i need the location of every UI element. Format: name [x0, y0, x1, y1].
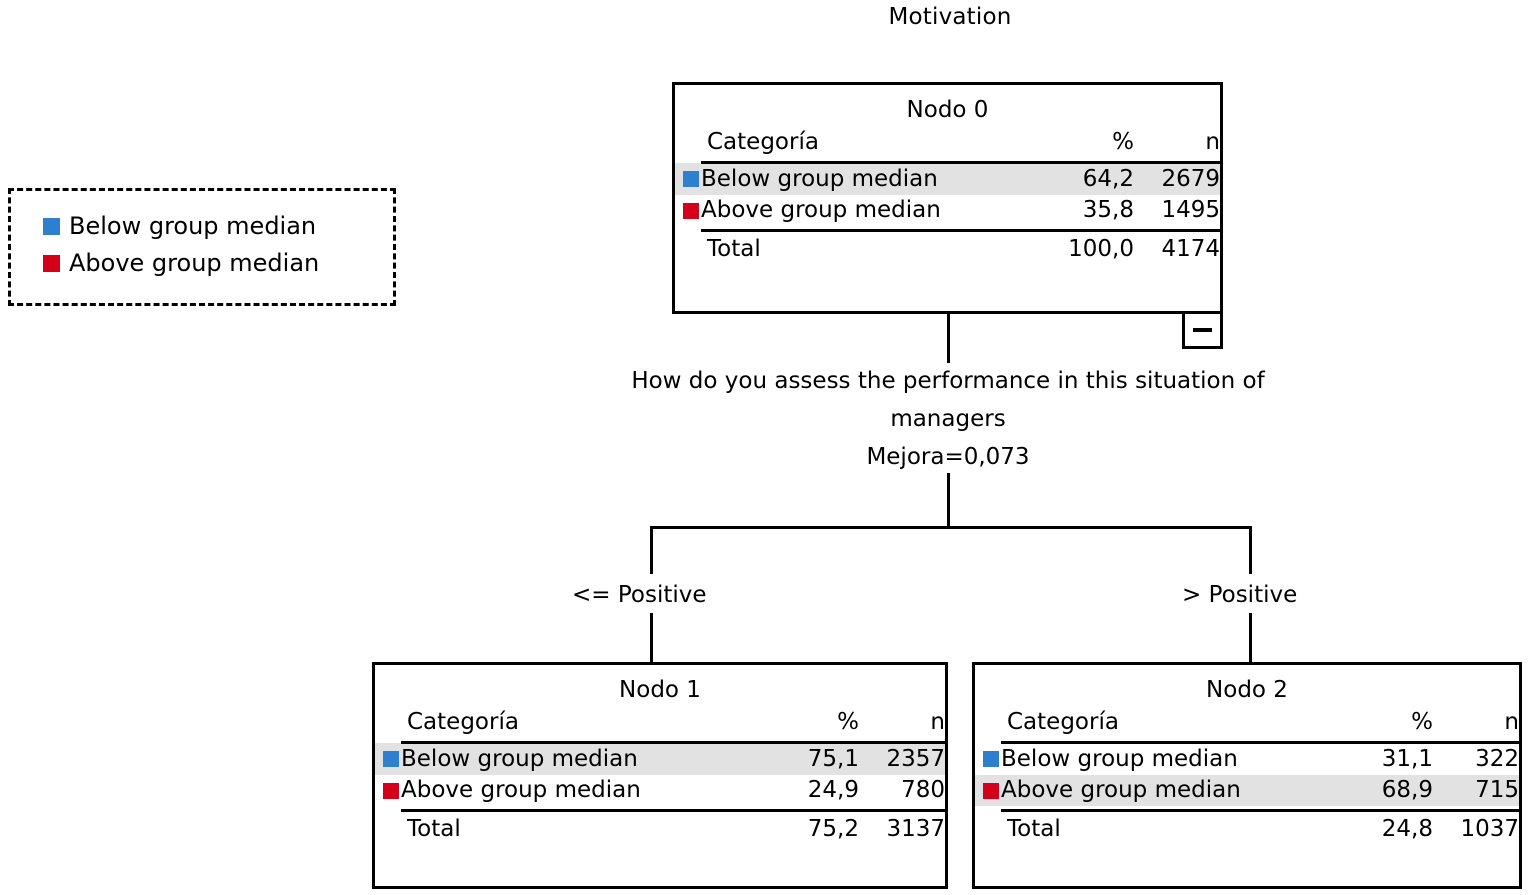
node-0-pct-above: 35,8	[1082, 197, 1134, 223]
node-2-header-category: Categoría	[1007, 709, 1119, 735]
node-2-total-rule	[975, 806, 1519, 812]
node-0-table: Categoría % n Below group median 64,2 26…	[675, 127, 1220, 266]
node-2-header-swatch-cell	[975, 707, 1001, 738]
node-1-pct-below: 75,1	[767, 742, 859, 775]
node-1-header-category: Categoría	[407, 709, 519, 735]
node-1-table: Categoría % n Below group median 75,1 23…	[375, 707, 945, 846]
node-1-label-below: Below group median	[401, 742, 767, 775]
split-variable-line-2: managers	[890, 406, 1006, 432]
node-2-title: Nodo 2	[1206, 677, 1288, 703]
node-2-header-percent: %	[1411, 709, 1433, 735]
legend-label-above: Above group median	[69, 249, 320, 277]
node-2-pct-below: 31,1	[1381, 746, 1433, 772]
node-0-header-rule	[675, 158, 1220, 164]
tree-node-2[interactable]: Nodo 2 Categoría % n Below group median …	[972, 662, 1522, 889]
node-0-pct-below: 64,2	[1042, 162, 1134, 195]
legend-swatch-above-icon	[43, 254, 60, 272]
node-0-label-above: Above group median	[701, 197, 941, 223]
node-0-row-below: Below group median 64,2 2679	[675, 162, 1220, 195]
legend-label-below: Below group median	[69, 212, 317, 240]
node-0-total-rule	[675, 226, 1220, 232]
node-0-n-above: 1495	[1161, 197, 1220, 223]
node-0-row-above: Above group median 35,8 1495	[675, 195, 1220, 226]
collapse-node-0-button[interactable]	[1182, 311, 1223, 349]
node-2-row-below: Below group median 31,1 322	[975, 743, 1519, 776]
node-0-swatch-below-icon	[675, 162, 701, 195]
tree-node-1[interactable]: Nodo 1 Categoría % n Below group median …	[372, 662, 948, 889]
node-2-swatch-below-icon	[975, 743, 1001, 776]
node-1-pct-above: 24,9	[807, 777, 859, 803]
split-improvement: Mejora=0,073	[866, 444, 1030, 470]
node-2-total-pct: 24,8	[1381, 816, 1433, 842]
node-0-total-label: Total	[707, 236, 761, 262]
node-2-label-above: Above group median	[1001, 775, 1341, 806]
node-2-header-rule	[975, 738, 1519, 744]
node-1-total-label: Total	[407, 816, 461, 842]
node-2-total-label: Total	[1007, 816, 1061, 842]
node-1-total-row: Total 75,2 3137	[375, 811, 945, 847]
page-title: Motivation	[888, 4, 1012, 30]
connector-left-upper	[650, 526, 653, 574]
legend-item-above: Above group median	[43, 250, 319, 276]
node-2-row-above: Above group median 68,9 715	[975, 775, 1519, 806]
connector-split-stem	[947, 473, 950, 529]
split-variable-line-1: How do you assess the performance in thi…	[631, 368, 1265, 394]
connector-right-upper	[1249, 526, 1252, 574]
node-1-n-above: 780	[901, 777, 945, 803]
branch-label-right: > Positive	[1176, 582, 1304, 608]
node-1-total-rule	[375, 806, 945, 812]
node-2-n-below: 322	[1475, 746, 1519, 772]
node-1-total-n: 3137	[886, 816, 945, 842]
node-0-swatch-above-icon	[675, 195, 701, 226]
node-0-header-percent: %	[1112, 129, 1134, 155]
node-0-header-swatch-cell	[675, 127, 701, 158]
legend: Below group median Above group median	[8, 188, 396, 306]
node-1-header-row: Categoría % n	[375, 707, 945, 738]
node-1-header-count: n	[930, 709, 945, 735]
node-1-total-pct: 75,2	[807, 816, 859, 842]
split-description: How do you assess the performance in thi…	[448, 362, 1448, 476]
node-2-header-count: n	[1504, 709, 1519, 735]
node-2-pct-above: 68,9	[1341, 775, 1433, 806]
connector-left-lower	[650, 613, 653, 664]
node-2-swatch-above-icon	[975, 775, 1001, 806]
node-2-label-below: Below group median	[1001, 746, 1238, 772]
node-1-header-rule	[375, 738, 945, 744]
node-0-total-n: 4174	[1161, 236, 1220, 262]
node-0-title: Nodo 0	[906, 97, 989, 123]
node-2-n-above: 715	[1433, 775, 1519, 806]
node-2-total-row: Total 24,8 1037	[975, 811, 1519, 847]
node-0-n-below: 2679	[1134, 162, 1220, 195]
node-0-header-category: Categoría	[707, 129, 819, 155]
legend-item-below: Below group median	[43, 213, 316, 239]
node-1-swatch-below-icon	[375, 742, 401, 775]
branch-label-left: <= Positive	[566, 582, 713, 608]
node-0-label-below: Below group median	[701, 162, 1042, 195]
node-1-header-swatch-cell	[375, 707, 401, 738]
node-1-swatch-above-icon	[375, 775, 401, 806]
node-0-header-row: Categoría % n	[675, 127, 1220, 158]
node-2-total-n: 1037	[1460, 816, 1519, 842]
connector-right-lower	[1249, 613, 1252, 664]
tree-node-0[interactable]: Nodo 0 Categoría % n Below group median …	[672, 82, 1223, 314]
node-1-n-below: 2357	[859, 742, 945, 775]
node-1-row-above: Above group median 24,9 780	[375, 775, 945, 806]
connector-root-stem	[947, 313, 950, 363]
node-2-header-row: Categoría % n	[975, 707, 1519, 738]
node-0-total-pct: 100,0	[1068, 236, 1134, 262]
node-1-label-above: Above group median	[401, 777, 641, 803]
node-0-total-row: Total 100,0 4174	[675, 231, 1220, 267]
node-1-header-percent: %	[837, 709, 859, 735]
node-1-title: Nodo 1	[619, 677, 701, 703]
legend-swatch-below-icon	[43, 217, 60, 235]
minus-icon	[1193, 328, 1212, 332]
node-0-header-count: n	[1205, 129, 1220, 155]
node-2-table: Categoría % n Below group median 31,1 32…	[975, 707, 1519, 846]
node-1-row-below: Below group median 75,1 2357	[375, 742, 945, 775]
connector-horizontal-bar	[650, 526, 1251, 529]
